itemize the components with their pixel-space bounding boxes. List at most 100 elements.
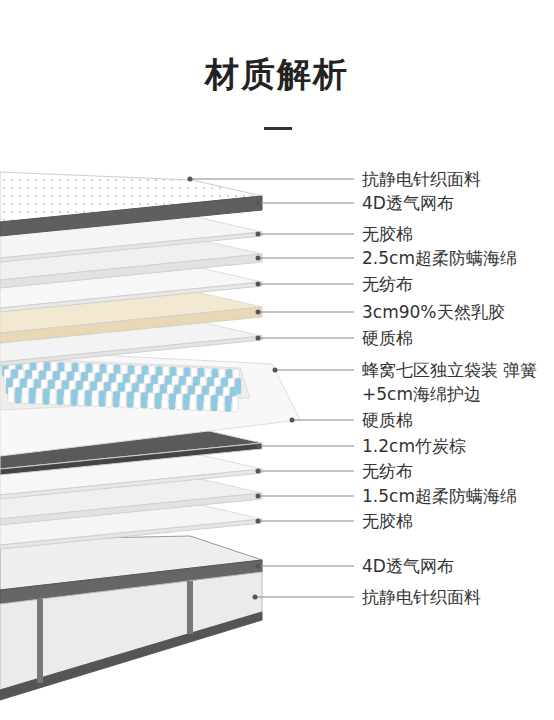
leader-line [256, 232, 355, 237]
handle-strap [37, 599, 43, 683]
layer-label: 3cm90%天然乳胶 [362, 300, 505, 324]
top-mesh-band [0, 196, 262, 236]
title-dash [264, 127, 292, 130]
pocket-spring [148, 393, 154, 409]
leader-dot [256, 336, 261, 341]
pocket-spring [57, 389, 63, 405]
pocket-spring [78, 390, 84, 406]
pocket-spring [225, 396, 231, 412]
pocket-spring [113, 391, 119, 407]
pocket-spring [120, 391, 126, 407]
pocket-spring [155, 393, 161, 409]
layer-label: 抗静电针织面料 [362, 167, 481, 191]
layer-label: 蜂窝七区独立袋装 弹簧+5cm海绵护边 [362, 358, 547, 406]
pocket-spring [211, 395, 217, 411]
layer-label: 无纺布 [362, 272, 413, 296]
leader-line [258, 312, 354, 313]
pocket-spring [22, 388, 28, 404]
pocket-spring [141, 392, 147, 408]
leader-dot [188, 177, 193, 182]
pocket-spring [71, 390, 77, 406]
leader-dot [256, 469, 261, 474]
leader-dot [256, 256, 261, 261]
pocket-spring [127, 392, 133, 408]
layer-label: 4D透气网布 [362, 191, 454, 215]
layer-label: 无胶棉 [362, 509, 413, 533]
leader-line [256, 494, 355, 499]
sponge-layer-edge [0, 254, 262, 288]
leader-dot [290, 418, 295, 423]
pocket-spring [232, 396, 238, 412]
pocket-spring [106, 391, 112, 407]
layer-label: 硬质棉 [362, 408, 413, 432]
layer-label: 无胶棉 [362, 222, 413, 246]
pocket-spring [183, 394, 189, 410]
nonwoven-layer-edge [0, 469, 262, 499]
pocket-spring [134, 392, 140, 408]
latex-layer-edge [0, 307, 262, 343]
sponge-layer-edge [0, 493, 262, 525]
leader-line [275, 370, 354, 371]
leader-line [258, 471, 354, 472]
diagram-title: 材质解析 [0, 52, 554, 96]
handle-strap [187, 581, 193, 634]
leader-dot [273, 368, 278, 373]
leader-line [258, 566, 354, 567]
leader-dot [256, 519, 261, 524]
leader-line [292, 420, 354, 421]
leader-line [258, 338, 354, 339]
leader-line [256, 564, 355, 569]
leader-line [273, 368, 355, 373]
leader-line [290, 418, 355, 423]
pocket-spring [169, 393, 175, 409]
leader-line [190, 179, 354, 180]
leader-dot [256, 310, 261, 315]
leader-dot [256, 282, 261, 287]
glue-free-cotton-edge [0, 232, 262, 262]
layer-label: 抗静电针织面料 [362, 585, 481, 609]
leader-line [256, 282, 355, 287]
pocket-spring [64, 389, 70, 405]
layer-label: 1.5cm超柔防螨海绵 [362, 484, 517, 508]
leader-line [258, 284, 354, 285]
pocket-spring [204, 395, 210, 411]
leader-line [258, 234, 354, 235]
leader-dot [256, 232, 261, 237]
leader-line [258, 521, 354, 522]
leader-line [258, 446, 354, 447]
nonwoven-layer-edge [0, 282, 262, 312]
pocket-spring [29, 388, 35, 404]
layer-label: 硬质棉 [362, 326, 413, 350]
pocket-spring [43, 388, 49, 404]
layer-label: 2.5cm超柔防螨海绵 [362, 246, 517, 270]
leader-dot [253, 595, 258, 600]
leader-line [256, 256, 355, 261]
leader-line [256, 336, 355, 341]
hard-cotton-edge [0, 336, 262, 366]
layer-label: 4D透气网布 [362, 554, 454, 578]
leader-dot [256, 494, 261, 499]
leader-line [258, 258, 354, 259]
pocket-spring [162, 393, 168, 409]
leader-line [256, 201, 355, 206]
leader-line [258, 203, 354, 204]
pocket-spring [15, 387, 21, 403]
pocket-spring [8, 387, 14, 403]
leader-line [188, 177, 355, 182]
pocket-spring [197, 395, 203, 411]
layer-label: 无纺布 [362, 459, 413, 483]
leader-line [255, 597, 354, 598]
pocket-spring [85, 390, 91, 406]
leader-line [256, 469, 355, 474]
pocket-spring [218, 395, 224, 411]
pocket-spring [92, 390, 98, 406]
leader-line [256, 444, 355, 449]
pocket-spring [176, 394, 182, 410]
pocket-spring [50, 389, 56, 405]
pocket-spring [190, 394, 196, 410]
leader-dot [256, 564, 261, 569]
leader-line [256, 310, 355, 315]
glue-free-cotton-edge [0, 519, 262, 549]
layer-label: 1.2cm竹炭棕 [362, 434, 466, 458]
